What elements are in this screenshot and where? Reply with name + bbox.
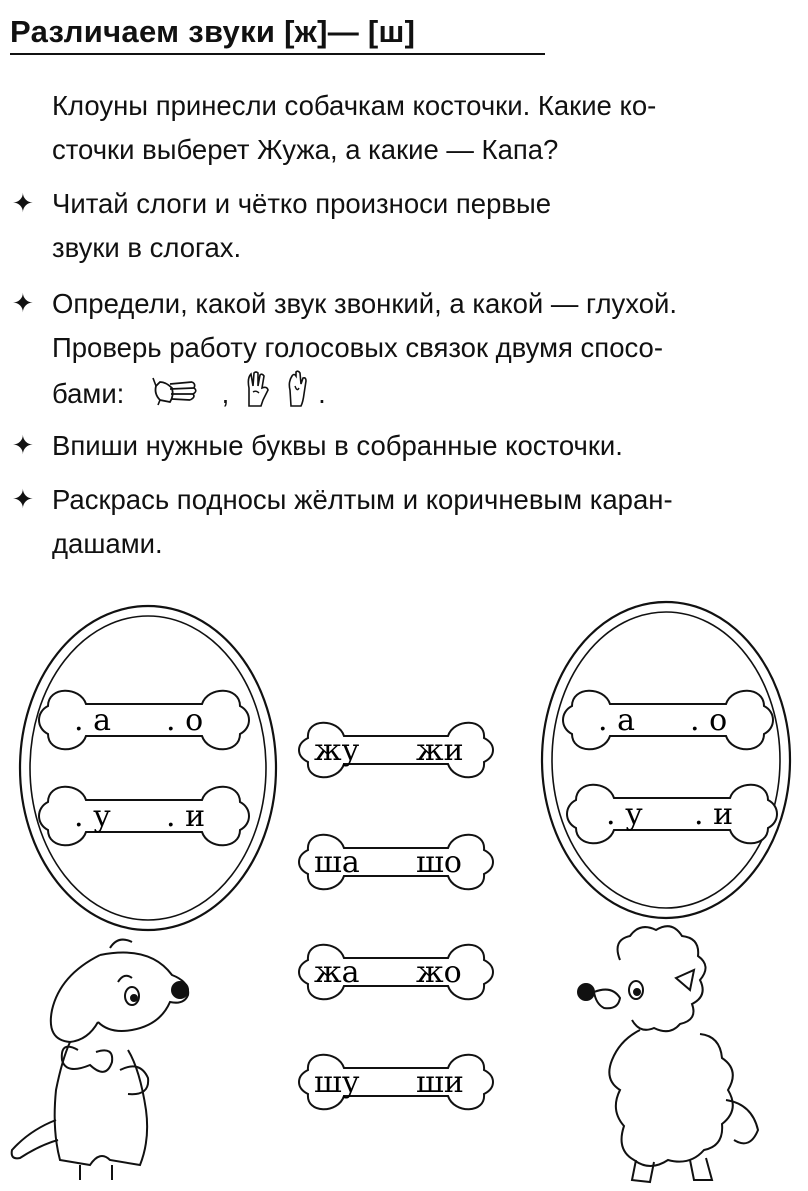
bone-right-syllable: . и xyxy=(694,797,733,832)
bone-left-syllable: шу xyxy=(314,1065,360,1100)
left-bone-2[interactable]: . у . и xyxy=(38,785,250,847)
bone-left-syllable: . а xyxy=(598,703,635,738)
center-bone-3[interactable]: жа жо xyxy=(298,943,494,1001)
hand-on-throat-icon xyxy=(152,372,204,419)
center-bone-2[interactable]: ша шо xyxy=(298,833,494,891)
bone-right-syllable: . о xyxy=(166,703,203,738)
instruction-4-line-2: дашами. xyxy=(52,528,163,559)
palm-hand-icon xyxy=(283,370,311,421)
hand-to-ear-icon xyxy=(243,370,271,421)
bone-left-syllable: . а xyxy=(74,703,111,738)
star-bullet-icon: ✦ xyxy=(12,288,34,318)
puppy-icon xyxy=(10,938,190,1180)
intro-line-2: сточки выберет Жужа, а какие — Капа? xyxy=(52,134,559,165)
intro-line-1: Клоуны принесли собачкам косточки. Какие… xyxy=(52,90,657,121)
bone-right-syllable: жи xyxy=(416,733,464,768)
bone-left-syllable: . у xyxy=(606,797,643,832)
left-bone-1[interactable]: . а . о xyxy=(38,689,250,751)
bone-right-syllable: жо xyxy=(416,955,462,990)
instruction-4: Раскрась подносы жёлтым и коричневым кар… xyxy=(52,478,797,566)
title-underline xyxy=(10,53,545,55)
instruction-2-last-word: бами: xyxy=(52,377,125,409)
bone-left-syllable: жу xyxy=(314,733,360,768)
bone-left-syllable: жа xyxy=(314,955,360,990)
right-bone-1[interactable]: . а . о xyxy=(562,689,774,751)
bone-right-syllable: . о xyxy=(690,703,727,738)
bone-right-syllable: ши xyxy=(416,1065,464,1100)
instruction-3-line-1: Впиши нужные буквы в собранные косточки. xyxy=(52,430,623,461)
instruction-1: Читай слоги и чётко произноси первые зву… xyxy=(52,182,797,270)
right-bone-2[interactable]: . у . и xyxy=(566,783,778,845)
bone-right-syllable: . и xyxy=(166,799,205,834)
star-bullet-icon: ✦ xyxy=(12,188,34,218)
center-bone-4[interactable]: шу ши xyxy=(298,1053,494,1111)
center-bone-1[interactable]: жу жи xyxy=(298,721,494,779)
instruction-3: Впиши нужные буквы в собранные косточки. xyxy=(52,424,797,468)
hands-end-period: . xyxy=(318,377,326,409)
instruction-2-line-3: бами: , . xyxy=(52,370,797,421)
instruction-2: Определи, какой звук звонкий, а какой — … xyxy=(52,282,797,421)
intro-text: Клоуны принесли собачкам косточки. Какие… xyxy=(52,84,792,172)
hands-separator: , xyxy=(221,377,230,409)
instruction-2-line-2: Проверь работу голосовых связок двумя сп… xyxy=(52,332,664,363)
instruction-1-line-1: Читай слоги и чётко произноси первые xyxy=(52,188,552,219)
star-bullet-icon: ✦ xyxy=(12,430,34,460)
instruction-1-line-2: звуки в слогах. xyxy=(52,232,242,263)
poodle-icon xyxy=(577,925,760,1184)
page-title: Различаем звуки [ж]— [ш] xyxy=(10,14,416,49)
star-bullet-icon: ✦ xyxy=(12,484,34,514)
left-tray[interactable] xyxy=(18,604,278,932)
right-tray[interactable] xyxy=(540,600,792,920)
instruction-4-line-1: Раскрась подносы жёлтым и коричневым кар… xyxy=(52,484,673,515)
bone-left-syllable: . у xyxy=(74,799,111,834)
bone-right-syllable: шо xyxy=(416,845,462,880)
bone-left-syllable: ша xyxy=(314,845,360,880)
instruction-2-line-1: Определи, какой звук звонкий, а какой — … xyxy=(52,288,678,319)
